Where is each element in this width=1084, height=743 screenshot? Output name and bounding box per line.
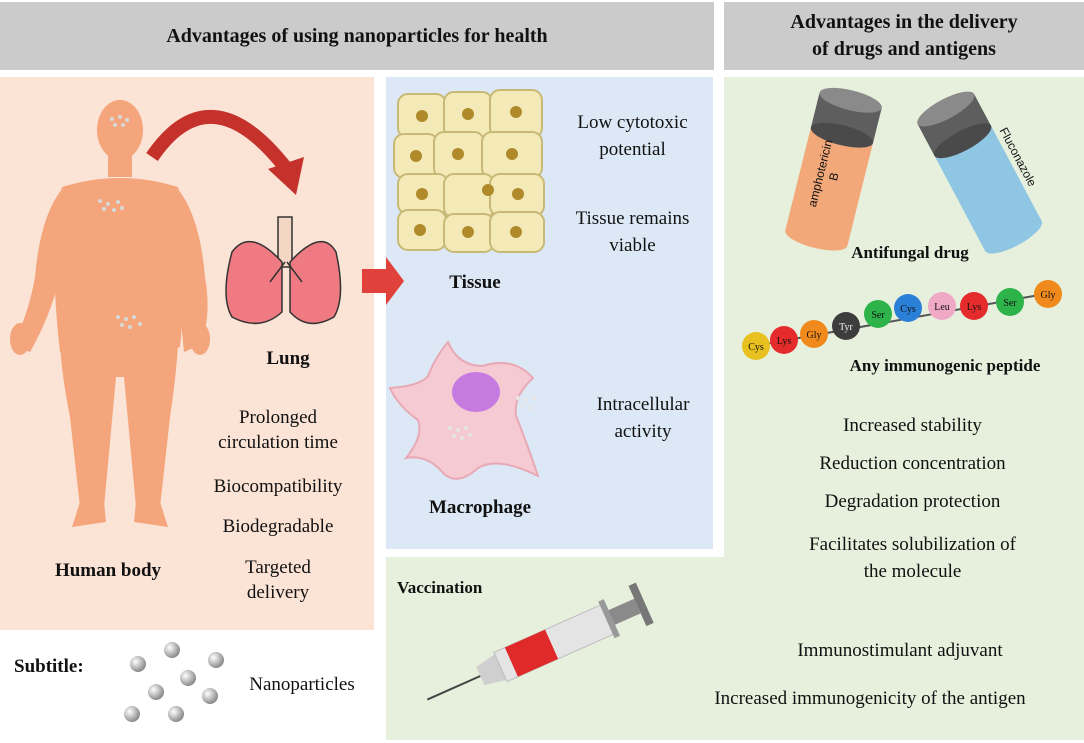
bead-9: Ser	[1003, 298, 1017, 309]
property-1b: circulation time	[218, 432, 338, 453]
tissue-label: Tissue	[449, 272, 501, 293]
property-1: Prolonged	[238, 407, 318, 428]
bead-2: Lys	[777, 336, 792, 347]
header-right: Advantages in the delivery of drugs and …	[724, 2, 1084, 70]
property-4: Targeted	[245, 557, 311, 578]
property-4b: delivery	[246, 582, 310, 603]
macrophage-illustration	[388, 340, 540, 480]
property-3: Biodegradable	[222, 516, 334, 537]
nanoparticle-legend-icon	[124, 642, 224, 722]
bead-4: Tyr	[839, 322, 853, 333]
human-body-illustration	[10, 100, 404, 527]
vaccination-note-1: Immunostimulant adjuvant	[797, 640, 1003, 661]
lung-label: Lung	[266, 348, 310, 369]
tissue-note-2b: viable	[609, 235, 656, 256]
tissue-note-1b: potential	[599, 139, 666, 160]
macrophage-note-1b: activity	[614, 421, 672, 442]
advantage-2: Reduction concentration	[819, 453, 1006, 474]
tissue-note-2: Tissue remains	[575, 208, 690, 229]
header-left: Advantages of using nanoparticles for he…	[0, 2, 714, 70]
bead-5: Ser	[871, 310, 885, 321]
macrophage-note-1: Intracellular	[596, 394, 690, 415]
antifungal-label: Antifungal drug	[851, 243, 969, 262]
advantage-3: Degradation protection	[824, 491, 1001, 512]
bead-1: Cys	[748, 342, 764, 353]
vial-amphotericin	[785, 87, 882, 251]
bead-3: Gly	[807, 330, 822, 341]
syringe-icon	[426, 582, 654, 701]
advantage-4: Facilitates solubilization of	[809, 534, 1016, 555]
vaccination-note-2: Increased immunogenicity of the antigen	[714, 688, 1026, 709]
legend-subtitle: Subtitle:	[14, 656, 84, 677]
tissue-illustration	[393, 89, 545, 253]
advantage-4b: the molecule	[863, 561, 962, 582]
legend-nanoparticles: Nanoparticles	[249, 674, 355, 695]
bead-7: Leu	[934, 302, 950, 313]
bead-8: Lys	[967, 302, 982, 313]
peptide-label: Any immunogenic peptide	[849, 356, 1041, 375]
vial-fluconazole	[917, 91, 1043, 254]
macrophage-label: Macrophage	[428, 497, 532, 518]
advantage-1: Increased stability	[843, 415, 982, 436]
bead-6: Cys	[900, 304, 916, 315]
vaccination-title: Vaccination	[397, 578, 483, 597]
bead-10: Gly	[1041, 290, 1056, 301]
vaccination-panel-right	[724, 549, 1084, 559]
human-body-label: Human body	[54, 560, 162, 581]
peptide-chain: Cys Lys Gly Tyr Ser Cys Leu Lys Ser Gly	[742, 280, 1062, 360]
lung-icon	[225, 216, 342, 325]
property-2: Biocompatibility	[213, 476, 343, 497]
tissue-note-1: Low cytotoxic	[577, 112, 688, 133]
